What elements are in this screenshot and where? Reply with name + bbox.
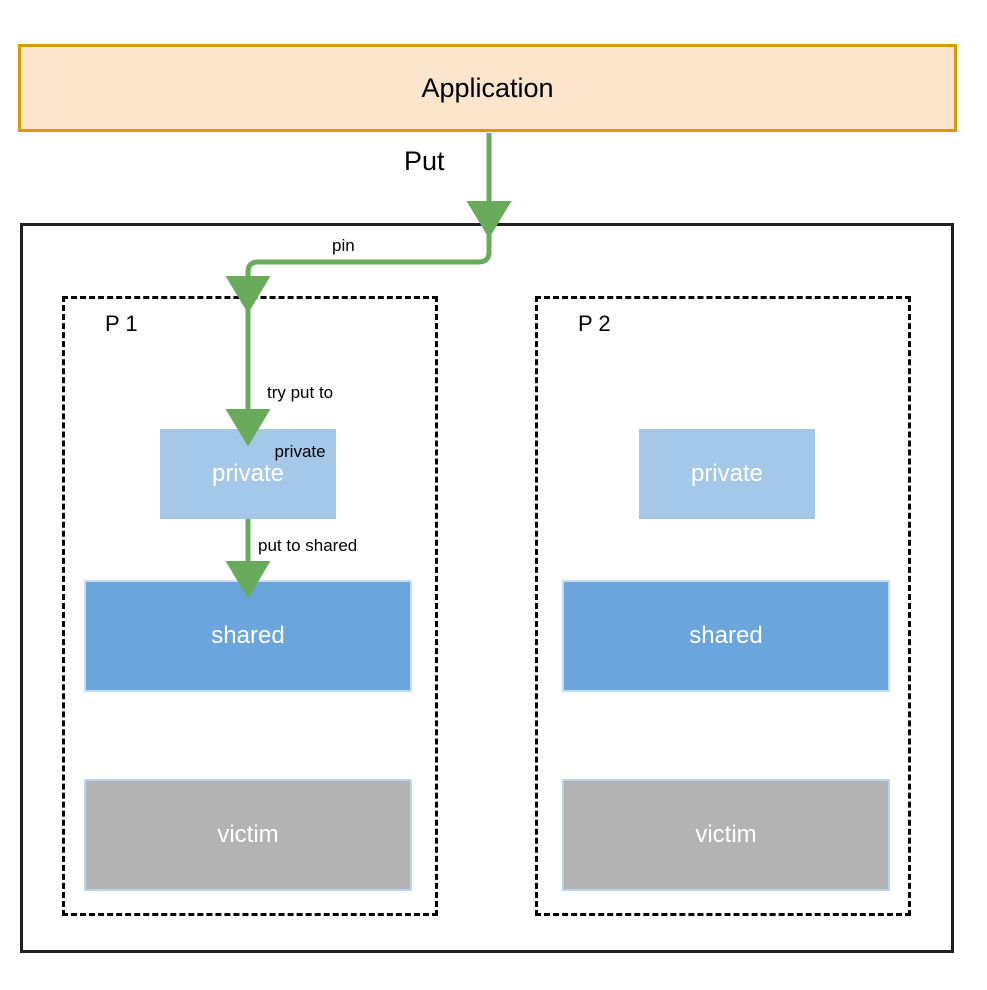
application-label: Application bbox=[421, 72, 554, 103]
cache-cell-p1-shared[interactable]: shared bbox=[84, 580, 412, 692]
cache-cell-p2-victim[interactable]: victim bbox=[562, 779, 890, 891]
process-title-p2: P 2 bbox=[578, 311, 611, 336]
edge-label-line-2: private bbox=[274, 441, 326, 461]
edge-label-put: Put bbox=[404, 146, 445, 176]
cache-cell-label: shared bbox=[211, 622, 285, 649]
cache-cell-p1-private[interactable]: private bbox=[160, 429, 336, 519]
application-box[interactable]: Application bbox=[18, 44, 957, 132]
process-box-p2[interactable]: P 2 bbox=[535, 296, 911, 916]
cache-cell-p1-victim[interactable]: victim bbox=[84, 779, 412, 891]
cache-cell-label: private bbox=[211, 460, 285, 487]
edge-label-put-to-shared: put to shared bbox=[258, 536, 358, 555]
edge-label-try-put-private: try put to private bbox=[267, 344, 333, 500]
cache-cell-label: shared bbox=[689, 622, 763, 649]
cache-cell-label: victim bbox=[217, 821, 279, 848]
cache-cell-label: victim bbox=[695, 821, 757, 848]
cache-cell-p2-shared[interactable]: shared bbox=[562, 580, 890, 692]
edge-label-line-1: try put to bbox=[267, 383, 334, 403]
edge-label-pin: pin bbox=[332, 236, 355, 255]
cache-cell-label: private bbox=[690, 460, 764, 487]
cache-cell-p2-private[interactable]: private bbox=[639, 429, 815, 519]
process-title-p1: P 1 bbox=[105, 311, 138, 336]
